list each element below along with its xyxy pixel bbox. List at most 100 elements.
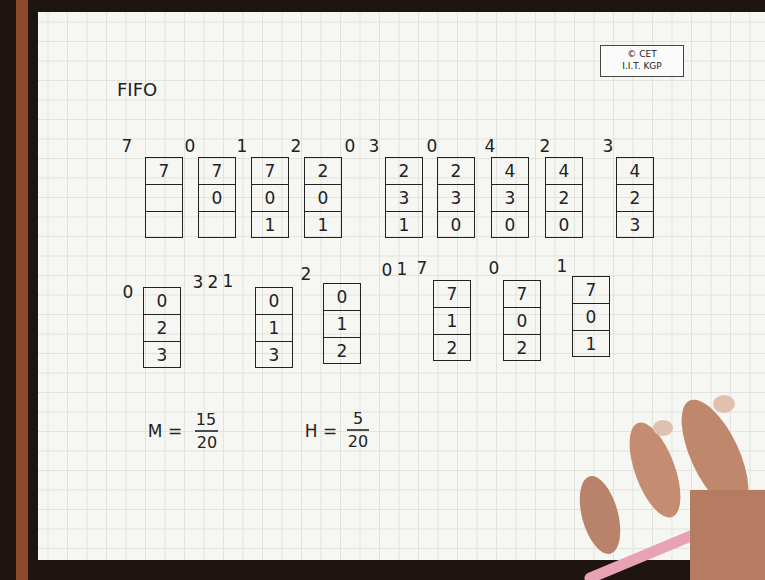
page-number: 3 bbox=[438, 185, 474, 212]
grid-line bbox=[38, 373, 765, 374]
reference-number: 7 bbox=[417, 259, 428, 278]
frame-column: 701 bbox=[251, 157, 289, 238]
grid-line bbox=[38, 314, 765, 315]
cell-divider bbox=[324, 310, 360, 311]
cell-divider bbox=[617, 211, 653, 212]
frame-column: 430 bbox=[491, 157, 529, 238]
cell-divider bbox=[438, 184, 474, 185]
reference-number: 2 bbox=[291, 137, 302, 156]
grid-line bbox=[48, 12, 49, 560]
cell-divider bbox=[434, 307, 470, 308]
grid-line bbox=[67, 12, 68, 560]
frame-column: 702 bbox=[503, 280, 541, 361]
cell-divider bbox=[256, 314, 292, 315]
page-number: 7 bbox=[146, 158, 182, 185]
cell-divider bbox=[386, 184, 422, 185]
page-number: 0 bbox=[144, 288, 180, 315]
frame-column: 712 bbox=[433, 280, 471, 361]
grid-line bbox=[38, 236, 765, 237]
cell-divider bbox=[492, 184, 528, 185]
page-number: 2 bbox=[324, 338, 360, 365]
cell-divider bbox=[144, 314, 180, 315]
reference-number: 0 bbox=[123, 283, 134, 302]
result-label: H = bbox=[305, 422, 337, 441]
stamp-text: I.I.T. KGP bbox=[605, 60, 679, 72]
paper bbox=[38, 12, 765, 560]
grid-line bbox=[633, 12, 634, 560]
page-number: 0 bbox=[504, 308, 540, 335]
cell-divider bbox=[504, 307, 540, 308]
page-number: 2 bbox=[434, 335, 470, 362]
grid-line bbox=[691, 12, 692, 560]
page-number: 0 bbox=[199, 185, 235, 212]
frame-column: 70 bbox=[198, 157, 236, 238]
page-number: 0 bbox=[573, 304, 609, 331]
cell-divider bbox=[305, 184, 341, 185]
stamp-text: © CET bbox=[605, 48, 679, 60]
page-number: 3 bbox=[386, 185, 422, 212]
frame-column: 230 bbox=[437, 157, 475, 238]
grid-line bbox=[555, 12, 556, 560]
page-number: 3 bbox=[492, 185, 528, 212]
cell-divider bbox=[146, 211, 182, 212]
grid-line bbox=[38, 295, 765, 296]
page-number: 1 bbox=[324, 311, 360, 338]
cell-divider bbox=[146, 184, 182, 185]
grid-line bbox=[379, 12, 380, 560]
reference-number: 4 bbox=[485, 137, 496, 156]
reference-number: 3 bbox=[603, 137, 614, 156]
cell-divider bbox=[617, 184, 653, 185]
reference-number: 1 bbox=[397, 260, 408, 279]
page-number: 2 bbox=[144, 315, 180, 342]
finger bbox=[572, 472, 627, 559]
cell-divider bbox=[199, 211, 235, 212]
reference-number: 2 bbox=[540, 137, 551, 156]
page-number: 7 bbox=[434, 281, 470, 308]
fraction-number: 15 bbox=[196, 411, 216, 429]
reference-number: 0 bbox=[345, 137, 356, 156]
reference-number: 0 bbox=[382, 261, 393, 280]
grid-line bbox=[418, 12, 419, 560]
grid-line bbox=[262, 12, 263, 560]
cell-divider bbox=[199, 184, 235, 185]
cell-divider bbox=[573, 303, 609, 304]
frame-column: 201 bbox=[304, 157, 342, 238]
cell-divider bbox=[324, 337, 360, 338]
page-number: 0 bbox=[252, 185, 288, 212]
result-label: M = bbox=[148, 422, 182, 441]
frame-column: 7 bbox=[145, 157, 183, 238]
grid-line bbox=[165, 12, 166, 560]
cell-divider bbox=[546, 184, 582, 185]
grid-line bbox=[574, 12, 575, 560]
hand bbox=[572, 390, 765, 580]
fingernail bbox=[653, 420, 673, 436]
grid-line bbox=[282, 12, 283, 560]
grid-line bbox=[38, 353, 765, 354]
grid-line bbox=[204, 12, 205, 560]
cell-divider bbox=[504, 334, 540, 335]
cell-divider bbox=[144, 341, 180, 342]
cell-divider bbox=[438, 211, 474, 212]
fingernail bbox=[713, 395, 735, 413]
page-number: 1 bbox=[305, 212, 341, 239]
page-number: 0 bbox=[324, 284, 360, 311]
fraction-bar bbox=[195, 430, 218, 432]
grid-line bbox=[38, 392, 765, 393]
fraction-number: 20 bbox=[197, 434, 217, 452]
reference-number: 2 bbox=[208, 273, 219, 292]
page-number: 2 bbox=[504, 335, 540, 362]
page-number: 4 bbox=[617, 158, 653, 185]
cell-divider bbox=[252, 184, 288, 185]
grid-line bbox=[340, 12, 341, 560]
grid-line bbox=[38, 22, 765, 23]
fraction-number: 5 bbox=[353, 410, 363, 428]
grid-line bbox=[38, 412, 765, 413]
frame-column: 023 bbox=[143, 287, 181, 368]
page-number: 7 bbox=[504, 281, 540, 308]
grid-line bbox=[106, 12, 107, 560]
page-number: 1 bbox=[252, 212, 288, 239]
page-number: 2 bbox=[386, 158, 422, 185]
frame-column: 423 bbox=[616, 157, 654, 238]
reference-number: 0 bbox=[185, 137, 196, 156]
